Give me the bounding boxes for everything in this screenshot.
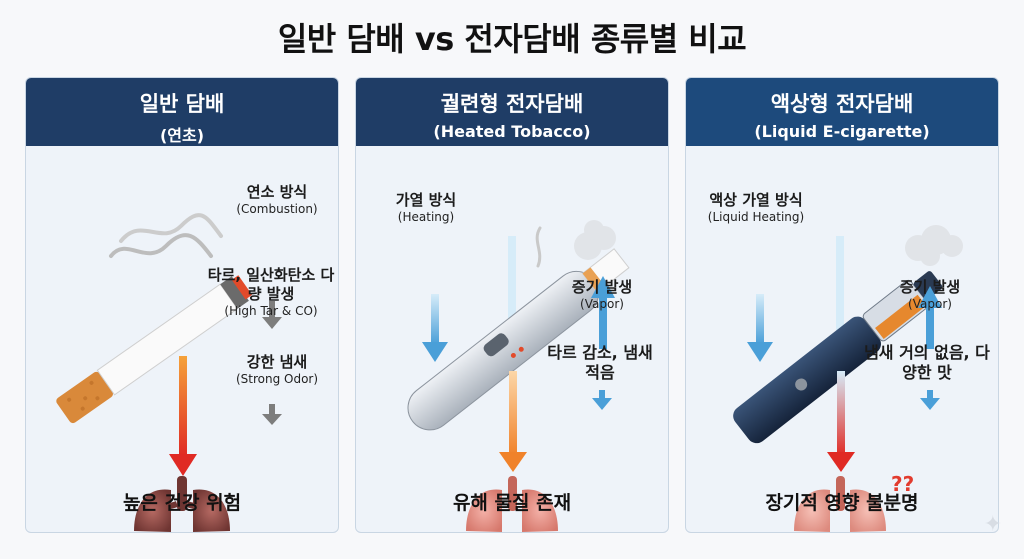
heated-tobacco-illustration xyxy=(407,220,630,532)
panel-regular-cigarette: 일반 담배 (연초) xyxy=(25,77,339,533)
arrow-icon xyxy=(422,294,448,362)
sparkle-icon: ✦ xyxy=(983,512,1002,537)
arrow-icon xyxy=(262,301,282,425)
panel-liquid-ecigarette: 액상형 전자담배 (Liquid E-cigarette) xyxy=(685,77,999,533)
liquid-ecigarette-illustration: ?? xyxy=(733,225,963,532)
arrow-icon xyxy=(827,371,855,472)
health-verdict: 장기적 영향 불분명 xyxy=(765,492,919,514)
vapor-cloud-icon xyxy=(574,220,616,260)
lungs-icon xyxy=(134,476,230,532)
panel-header: 액상형 전자담배 (Liquid E-cigarette) xyxy=(686,78,998,146)
panel-title: 일반 담배 xyxy=(139,92,225,116)
arrow-icon xyxy=(169,356,197,476)
label-no-odor-flavors: 냄새 거의 없음, 다양한 맛 xyxy=(864,343,990,382)
label-vapor: 증기 발생 (Vapor) xyxy=(571,278,633,311)
vapor-cloud-icon xyxy=(905,225,963,266)
regular-cigarette-illustration xyxy=(56,213,282,532)
label-combustion: 연소 방식 (Combustion) xyxy=(236,183,318,216)
arrow-icon xyxy=(747,294,773,362)
panel-subtitle: (Heated Tobacco) xyxy=(433,122,591,141)
arrow-icon xyxy=(591,276,615,410)
page-title: 일반 담배 vs 전자담배 종류별 비교 xyxy=(277,20,747,58)
panel-heated-tobacco: 궐련형 전자담배 (Heated Tobacco) xyxy=(355,77,669,533)
label-heating: 가열 방식 (Heating) xyxy=(395,191,457,224)
panel-header: 궐련형 전자담배 (Heated Tobacco) xyxy=(356,78,668,146)
smoke-icon xyxy=(535,226,542,268)
heated-tobacco-device-icon xyxy=(407,248,630,431)
health-verdict: 높은 건강 위험 xyxy=(122,492,242,514)
arrow-icon xyxy=(918,286,942,410)
label-strong-odor: 강한 냄새 (Strong Odor) xyxy=(235,353,319,386)
panel-subtitle: (Liquid E-cigarette) xyxy=(754,122,930,141)
label-vapor: 증기 발생 (Vapor) xyxy=(899,278,961,311)
svg-text:??: ?? xyxy=(891,472,914,496)
smoke-icon xyxy=(109,213,223,258)
panel-title: 궐련형 전자담배 xyxy=(440,92,584,116)
panel-title: 액상형 전자담배 xyxy=(770,92,914,116)
arrow-icon xyxy=(499,371,527,472)
label-less-tar-odor: 타르 감소, 냄새 적음 xyxy=(547,343,653,382)
cigarette-icon xyxy=(56,275,253,424)
label-liquid-heating: 액상 가열 방식 (Liquid Heating) xyxy=(707,191,805,224)
health-verdict: 유해 물질 존재 xyxy=(452,492,572,514)
panel-subtitle: (연초) xyxy=(159,126,205,145)
lungs-icon xyxy=(466,476,558,532)
label-tar-co: 타르, 일산화탄소 다량 발생 (High Tar & CO) xyxy=(207,266,335,318)
panel-header: 일반 담배 (연초) xyxy=(26,78,338,146)
vape-pen-icon xyxy=(733,271,943,444)
lungs-icon: ?? xyxy=(794,472,914,532)
